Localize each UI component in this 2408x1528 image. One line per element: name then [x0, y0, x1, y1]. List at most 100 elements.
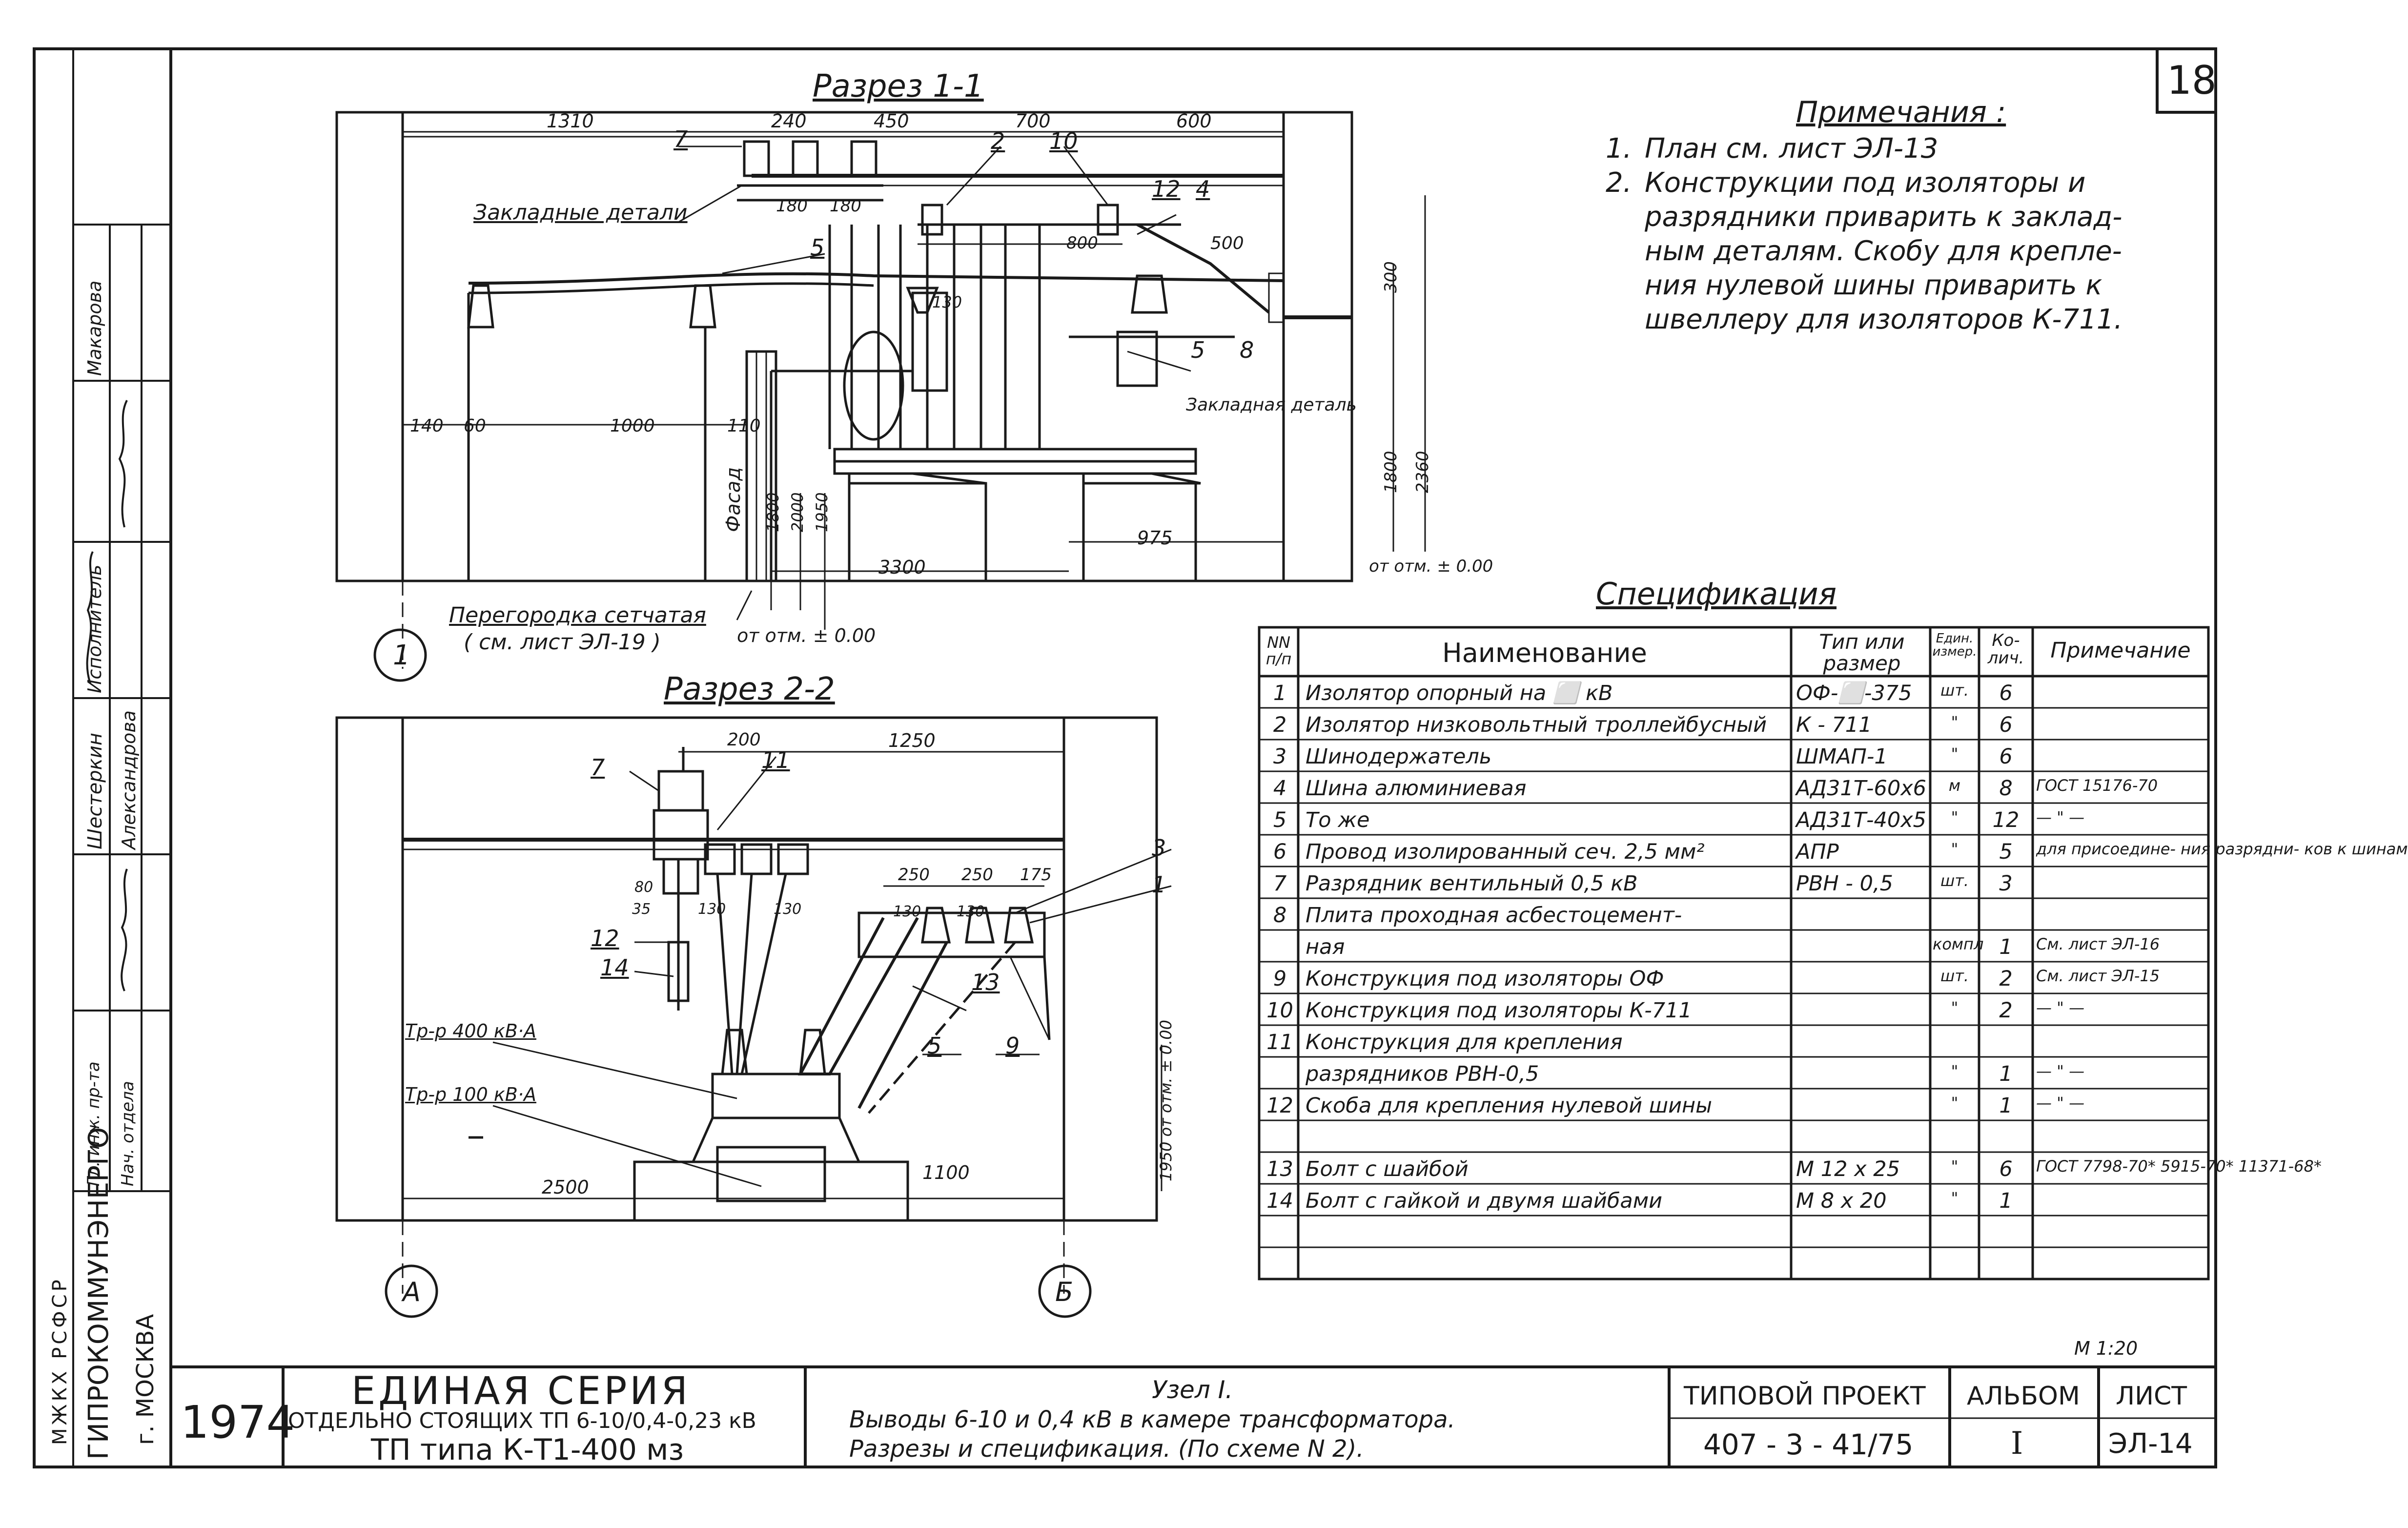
spec-cell-qty: 6 [1999, 1157, 2013, 1181]
stamp-role-4: Исполнитель [84, 564, 105, 693]
dim-2000: 2000 [788, 492, 807, 532]
dim-60: 60 [464, 416, 486, 436]
callout-5-s2: 5 [927, 1032, 942, 1059]
dim-975: 975 [1137, 527, 1173, 549]
spec-cell-name: То же [1306, 808, 1370, 832]
axis-b-label: Б [1055, 1277, 1074, 1307]
spec-cell-type: РВН - 0,5 [1796, 871, 1894, 896]
dim-250b: 250 [961, 865, 993, 885]
spec-cell-qty: 6 [1999, 713, 2013, 737]
spec-header-type: Тип или размер [1819, 630, 1905, 676]
spec-cell-unit: шт. [1940, 681, 1969, 700]
spec-cell-type: М 12 х 25 [1796, 1157, 1900, 1181]
tb-project-num: 407 - 3 - 41/75 [1703, 1428, 1914, 1461]
stamp-city: г. МОСКВА [132, 1314, 159, 1445]
spec-cell-unit: " [1951, 1062, 1959, 1080]
label-level-zero-2: от отм. ± 0.00 [1369, 557, 1493, 576]
note-2-line-5: швеллеру для изоляторов К-711. [1645, 304, 2123, 335]
callout-11-s2: 11 [761, 747, 790, 773]
dim-1950: 1950 [813, 492, 831, 532]
dim-500: 500 [1210, 233, 1244, 253]
spec-cell-name: Конструкция для крепления [1306, 1030, 1623, 1054]
spec-cell-n: 7 [1273, 871, 1287, 896]
spec-cell-unit: " [1951, 1157, 1959, 1176]
notes-title: Примечания : [1796, 95, 2006, 129]
drawing-linework [33, 47, 2217, 1468]
dim-240: 240 [771, 110, 807, 132]
dim-3300: 3300 [878, 557, 926, 578]
spec-cell-n: 2 [1273, 713, 1287, 737]
notes-list: 1. План см. лист ЭЛ-13 2. Конструкции по… [1606, 132, 2122, 337]
label-facade: Фасад [722, 467, 745, 532]
note-1: 1. План см. лист ЭЛ-13 [1606, 132, 2122, 166]
spec-cell-type: ОФ-⬜-375 [1796, 681, 1912, 705]
spec-cell-name: Шинодержатель [1306, 744, 1492, 769]
spec-cell-name: разрядников РВН-0,5 [1306, 1062, 1539, 1086]
spec-cell-n: 6 [1273, 840, 1287, 864]
stamp-org-1: МЖКХ РСФСР [49, 1277, 71, 1445]
note-2: 2. Конструкции под изоляторы и разрядник… [1606, 166, 2122, 337]
dim-180b: 180 [830, 196, 861, 216]
spec-cell-unit: " [1951, 1094, 1959, 1112]
spec-cell-name: Шина алюминиевая [1306, 776, 1527, 801]
spec-cell-name: Разрядник вентильный 0,5 кВ [1306, 871, 1638, 896]
dim-200: 200 [727, 730, 761, 750]
spec-cell-note: — " — [2036, 998, 2085, 1017]
tb-desc-2: Разрезы и спецификация. (По схеме N 2). [849, 1435, 1364, 1463]
spec-cell-name: ная [1306, 935, 1345, 959]
dim-1800a: 1800 [764, 492, 782, 532]
spec-header-num: NN п/п [1265, 633, 1292, 668]
tb-project-label: ТИПОВОЙ ПРОЕКТ [1684, 1382, 1926, 1411]
scale-label: М 1:20 [2074, 1338, 2138, 1359]
spec-cell-note: См. лист ЭЛ-16 [2036, 935, 2160, 953]
spec-cell-unit: " [1951, 744, 1959, 763]
spec-cell-note: — " — [2036, 808, 2085, 826]
spec-cell-qty: 1 [1999, 1062, 2013, 1086]
spec-cell-n: 9 [1273, 967, 1287, 991]
tb-node: Узел I. [1152, 1376, 1233, 1404]
tb-album-num: I [2011, 1425, 2023, 1462]
spec-cell-unit: " [1951, 713, 1959, 731]
spec-header-unit: Един. измер. [1932, 631, 1977, 660]
spec-cell-qty: 5 [1999, 840, 2013, 864]
spec-cell-name: Конструкция под изоляторы К-711 [1306, 998, 1692, 1023]
spec-cell-type: АПР [1796, 840, 1839, 864]
spec-cell-n: 8 [1273, 903, 1287, 928]
spec-cell-type: ШМАП-1 [1796, 744, 1888, 769]
label-partition-ref: ( см. лист ЭЛ-19 ) [464, 630, 661, 655]
label-small-dim: 130 [932, 293, 962, 311]
dim-1100: 1100 [922, 1162, 970, 1183]
tb-series-sub: ОТДЕЛЬНО СТОЯЩИХ ТП 6-10/0,4-0,23 кВ [288, 1408, 756, 1433]
callout-9-s2: 9 [1005, 1032, 1020, 1059]
dim-1800b: 1800 [1381, 451, 1401, 493]
section-1-1-linework [335, 111, 1426, 669]
callout-12-s1: 12 [1152, 176, 1181, 202]
dim-2360: 2360 [1413, 451, 1432, 493]
spec-header-name: Наименование [1442, 638, 1647, 668]
dim-1950-s2: 1950 от отм. ± 0.00 [1157, 1020, 1175, 1181]
dim-800: 800 [1066, 233, 1098, 253]
section-1-1-title: Разрез 1-1 [813, 68, 984, 104]
stamp-role-1: Гл. инж. пр-та [84, 1061, 103, 1186]
spec-cell-qty: 1 [1999, 1094, 2013, 1118]
label-tr100: Тр-р 100 кВ·А [405, 1084, 536, 1105]
tb-album-label: АЛЬБОМ [1967, 1382, 2080, 1411]
callout-10-s1: 10 [1049, 128, 1078, 154]
spec-cell-name: Скоба для крепления нулевой шины [1306, 1094, 1713, 1118]
tb-desc-1: Выводы 6-10 и 0,4 кВ в камере трансформа… [849, 1406, 1455, 1433]
dim-600: 600 [1176, 110, 1212, 132]
label-partition: Перегородка сетчатая [449, 603, 706, 628]
spec-cell-name: Плита проходная асбестоцемент- [1306, 903, 1682, 928]
spec-cell-type: М 8 х 20 [1796, 1189, 1887, 1213]
spec-header-qty: Ко- лич. [1987, 631, 2024, 668]
spec-cell-qty: 1 [1999, 1189, 2013, 1213]
note-2-text: Конструкции под изоляторы и разрядники п… [1645, 166, 2122, 337]
dim-130b: 130 [774, 901, 802, 918]
dim-140: 140 [410, 416, 444, 436]
spec-cell-qty: 3 [1999, 871, 2013, 896]
spec-cell-name: Болт с шайбой [1306, 1157, 1469, 1181]
spec-cell-note: — " — [2036, 1062, 2085, 1080]
callout-4-s1: 4 [1196, 176, 1210, 202]
callout-1-s2: 1 [1152, 871, 1166, 898]
callout-7-s2: 7 [591, 754, 605, 781]
